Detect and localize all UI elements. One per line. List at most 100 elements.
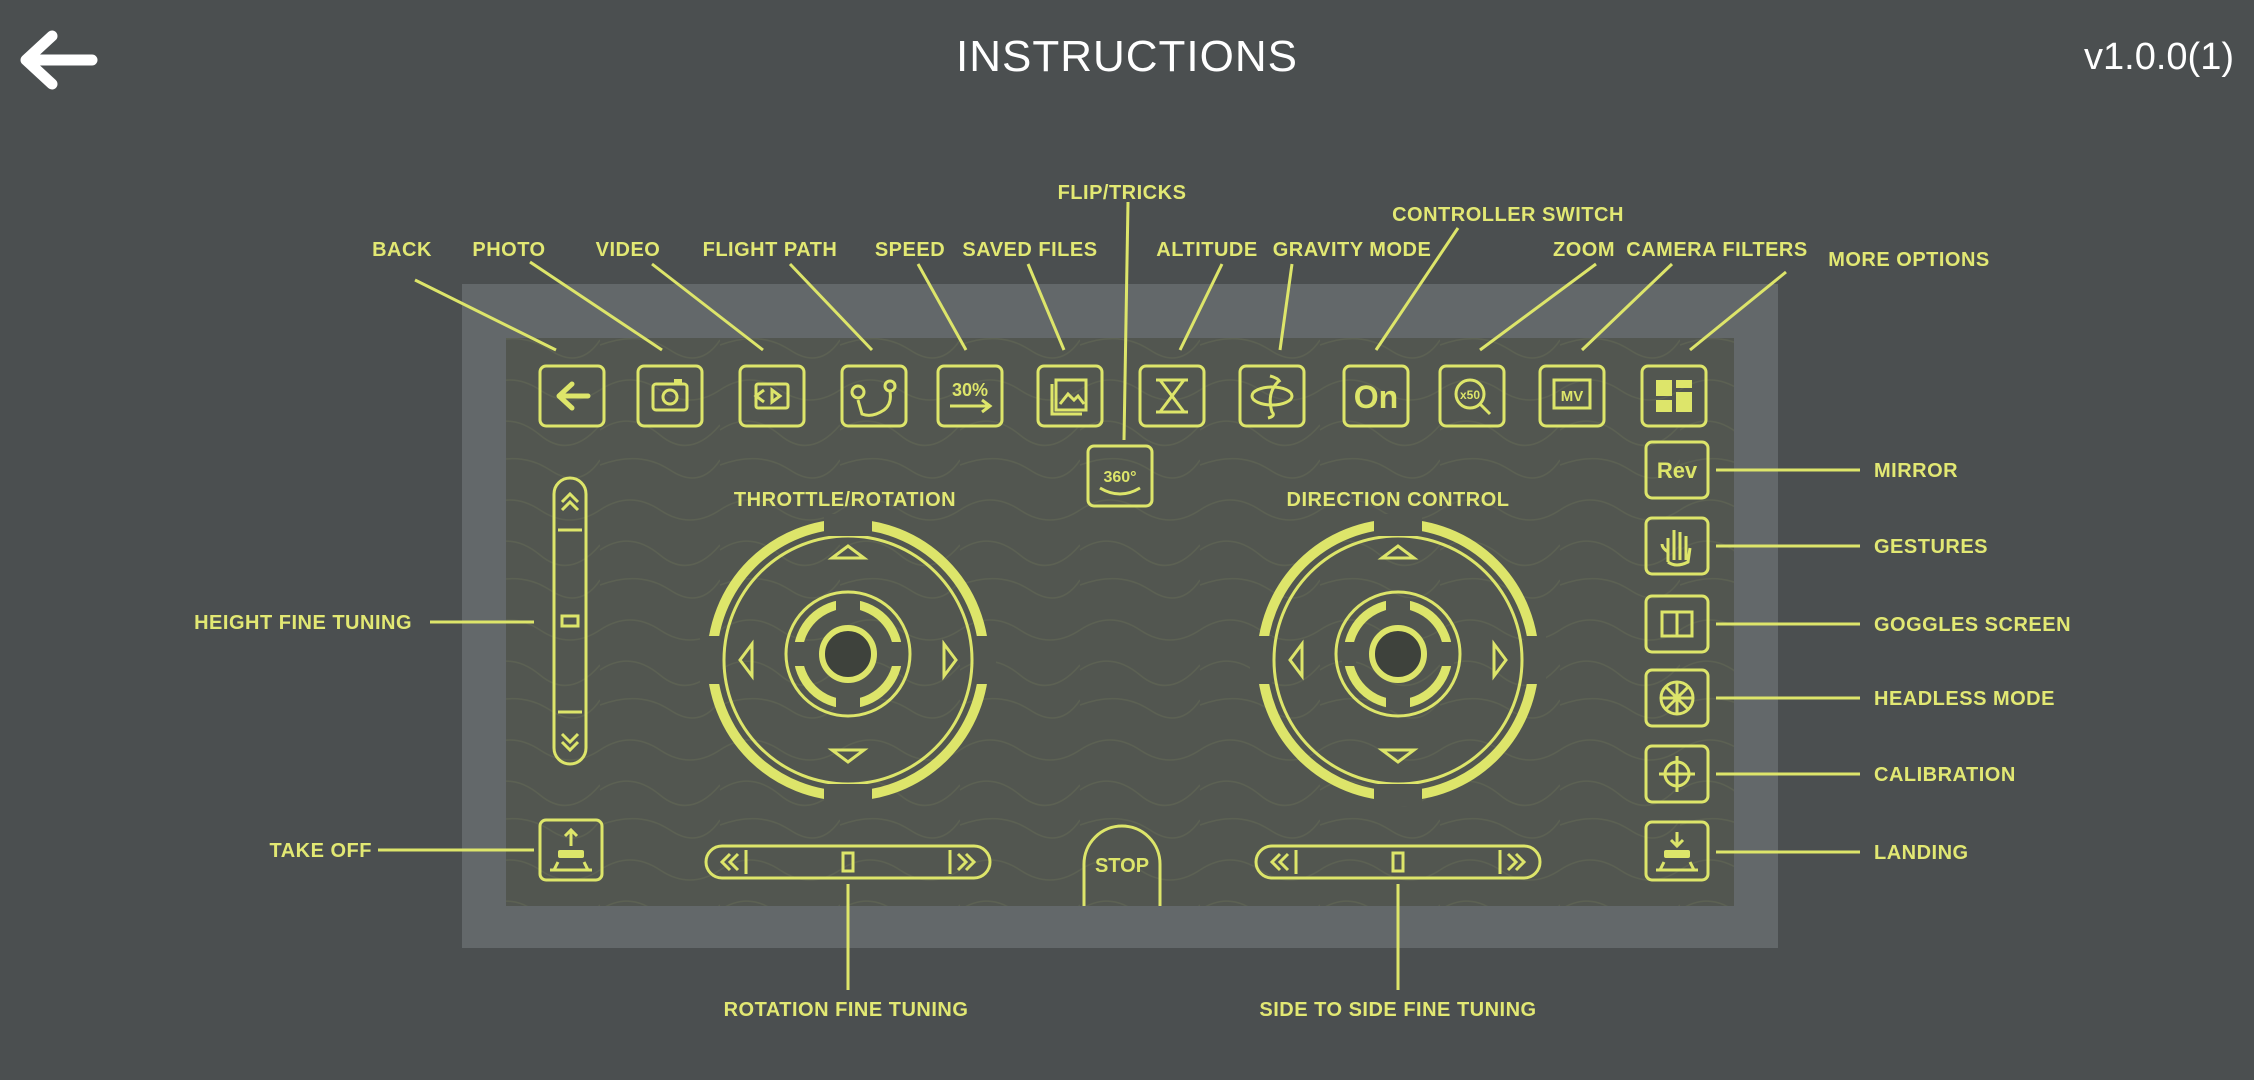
hand-icon: [1660, 530, 1692, 567]
slider-handle: [841, 851, 855, 873]
grid-icon: [1656, 380, 1692, 412]
controller-switch-button[interactable]: On: [1342, 364, 1410, 428]
label-direction-control: DIRECTION CONTROL: [1287, 489, 1510, 511]
chevron-down-icon: [560, 732, 580, 753]
more-options-button[interactable]: [1640, 364, 1708, 428]
landing-icon: [1656, 832, 1698, 872]
gravity-mode-button[interactable]: [1238, 364, 1306, 428]
chevron-right-icon: [956, 852, 977, 872]
arrow-left-icon: [1288, 639, 1304, 681]
hourglass-icon: [1156, 378, 1188, 414]
label-gravity-mode: GRAVITY MODE: [1273, 239, 1432, 261]
label-zoom: ZOOM: [1553, 239, 1615, 261]
stop-button[interactable]: STOP: [1082, 824, 1162, 906]
arrow-left-icon: [20, 30, 98, 90]
label-speed: SPEED: [875, 239, 945, 261]
route-icon: [850, 379, 897, 417]
gravity-icon: [1250, 374, 1294, 420]
label-video: VIDEO: [596, 239, 661, 261]
label-more-options: MORE OPTIONS: [1828, 249, 1990, 271]
arrow-right-icon: [942, 639, 958, 681]
headless-mode-button[interactable]: [1644, 668, 1710, 728]
compass-icon: [1659, 680, 1695, 716]
take-off-button[interactable]: [538, 818, 604, 882]
mv-filter-icon: MV: [1552, 378, 1592, 410]
rotation-fine-tuning-slider[interactable]: [704, 844, 992, 880]
slider-handle: [560, 614, 580, 628]
chevron-right-icon: [1506, 852, 1527, 872]
direction-control-joystick[interactable]: [1250, 514, 1546, 806]
joystick-knob: [1369, 625, 1427, 683]
arrow-down-icon: [1377, 748, 1419, 764]
calibration-button[interactable]: [1644, 744, 1710, 804]
label-rotation-fine-tuning: ROTATION FINE TUNING: [724, 999, 969, 1021]
controller-switch-value: On: [1354, 379, 1398, 415]
split-screen-icon: [1660, 610, 1694, 638]
zoom-icon: x50: [1454, 378, 1492, 416]
chevron-up-icon: [560, 491, 580, 512]
label-gestures: GESTURES: [1874, 536, 1988, 558]
photo-button[interactable]: [636, 364, 704, 428]
altitude-button[interactable]: [1138, 364, 1206, 428]
app-bar: INSTRUCTIONS v1.0.0(1): [0, 0, 2254, 120]
arrow-up-icon: [827, 544, 869, 560]
label-headless-mode: HEADLESS MODE: [1874, 688, 2055, 710]
arrow-right-icon: [1492, 639, 1508, 681]
label-flip-tricks: FLIP/TRICKS: [1058, 182, 1187, 204]
throttle-rotation-joystick[interactable]: [700, 514, 996, 806]
saved-files-button[interactable]: [1036, 364, 1104, 428]
arrow-left-icon: [556, 381, 591, 411]
speed-button[interactable]: 30%: [936, 364, 1004, 428]
chevron-left-icon: [1269, 852, 1290, 872]
mirror-value: Rev: [1657, 458, 1698, 483]
video-button[interactable]: [738, 364, 806, 428]
camera-filters-value: MV: [1561, 388, 1584, 405]
flip-value: 360°: [1103, 469, 1136, 486]
label-side-to-side-fine-tuning: SIDE TO SIDE FINE TUNING: [1259, 999, 1536, 1021]
back-icon-button[interactable]: [538, 364, 606, 428]
side-to-side-fine-tuning-slider[interactable]: [1254, 844, 1542, 880]
label-back: BACK: [372, 239, 432, 261]
label-controller-switch: CONTROLLER SWITCH: [1392, 204, 1624, 226]
version-label: v1.0.0(1): [2084, 36, 2234, 78]
arrow-left-icon: [738, 639, 754, 681]
goggles-screen-button[interactable]: [1644, 594, 1710, 654]
zoom-button[interactable]: x50: [1438, 364, 1506, 428]
flight-path-button[interactable]: [840, 364, 908, 428]
back-button[interactable]: [10, 22, 100, 102]
flip-tricks-button[interactable]: 360°: [1086, 444, 1154, 508]
label-throttle-rotation: THROTTLE/ROTATION: [734, 489, 956, 511]
topographic-background: [506, 338, 1734, 906]
label-mirror: MIRROR: [1874, 460, 1958, 482]
label-goggles-screen: GOGGLES SCREEN: [1874, 614, 2071, 636]
stop-label: STOP: [1095, 855, 1149, 877]
label-altitude: ALTITUDE: [1156, 239, 1257, 261]
slider-handle: [1391, 851, 1405, 873]
label-calibration: CALIBRATION: [1874, 764, 2016, 786]
label-take-off: TAKE OFF: [269, 840, 372, 862]
mirror-button[interactable]: Rev: [1644, 440, 1710, 500]
joystick-knob: [819, 625, 877, 683]
label-landing: LANDING: [1874, 842, 1969, 864]
camera-filters-button[interactable]: MV: [1538, 364, 1606, 428]
chevron-left-icon: [719, 852, 740, 872]
arrow-up-icon: [1377, 544, 1419, 560]
height-fine-tuning-slider[interactable]: [552, 476, 588, 766]
takeoff-icon: [550, 827, 592, 872]
label-saved-files: SAVED FILES: [962, 239, 1097, 261]
speed-value: 30%: [952, 380, 988, 400]
label-photo: PHOTO: [472, 239, 545, 261]
label-camera-filters: CAMERA FILTERS: [1626, 239, 1807, 261]
landing-button[interactable]: [1644, 820, 1710, 882]
zoom-value: x50: [1460, 388, 1480, 402]
gallery-icon: [1050, 378, 1088, 416]
camera-icon: [651, 379, 689, 412]
label-height-fine-tuning: HEIGHT FINE TUNING: [194, 612, 412, 634]
rotate-arrow-icon: [1099, 486, 1141, 496]
gestures-button[interactable]: [1644, 516, 1710, 576]
pointer-lines: [378, 201, 1860, 990]
arrow-down-icon: [827, 748, 869, 764]
callout-labels: BACK PHOTO VIDEO FLIGHT PATH SPEED SAVED…: [194, 182, 2071, 1021]
label-flight-path: FLIGHT PATH: [703, 239, 838, 261]
